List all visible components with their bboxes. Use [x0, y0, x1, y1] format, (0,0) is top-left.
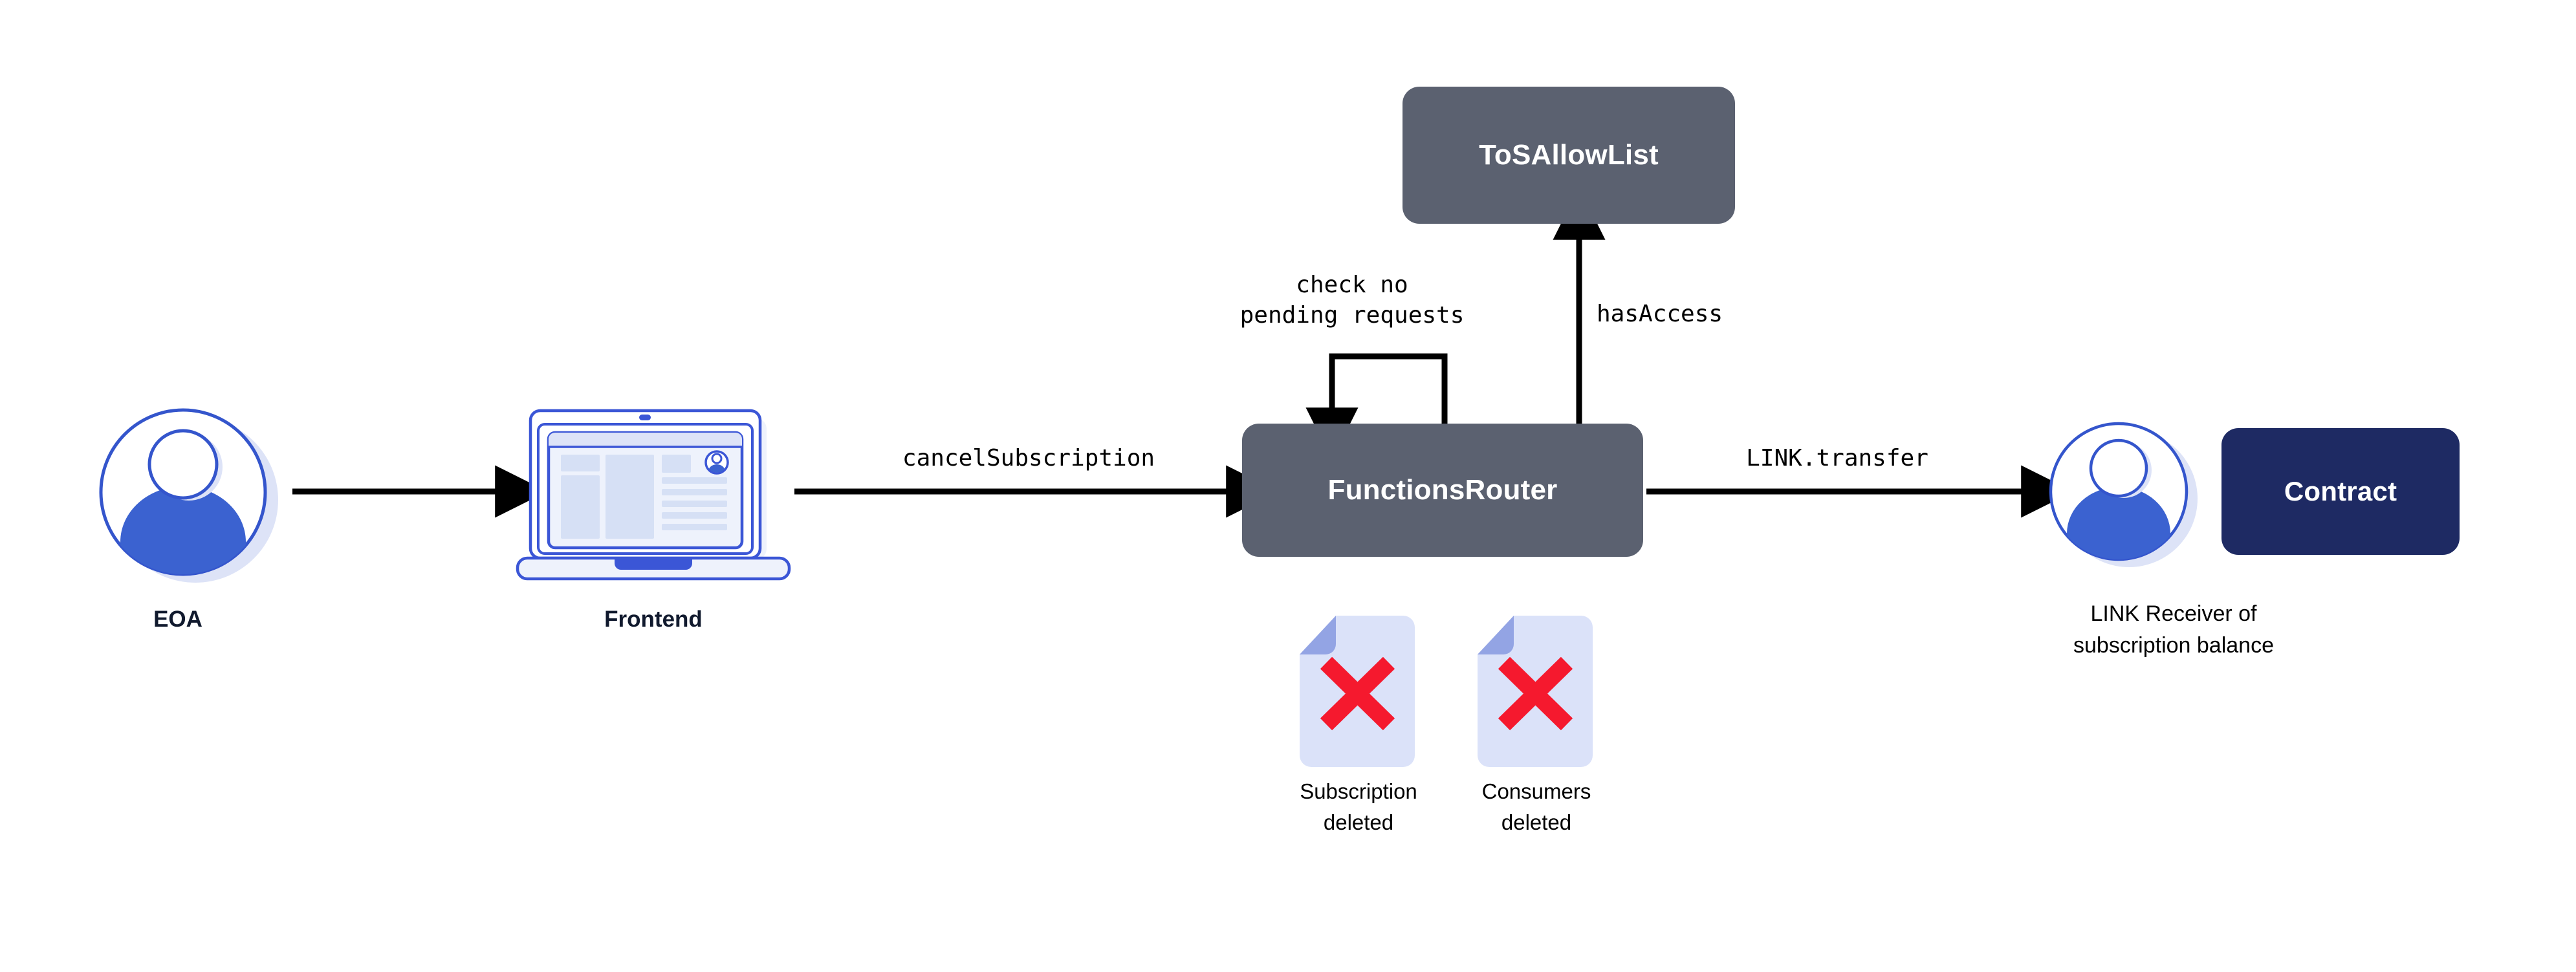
- subscription-deleted-label-line1: Subscription: [1300, 779, 1417, 803]
- contract-label: Contract: [2284, 476, 2397, 506]
- user-avatar-icon: [99, 408, 278, 583]
- node-contract[interactable]: Contract: [2221, 428, 2460, 555]
- edge-label-cancelsubscription: cancelSubscription: [902, 445, 1155, 471]
- laptop-browser-icon: [516, 409, 791, 581]
- subscription-deleted-label-line2: deleted: [1323, 810, 1394, 834]
- tos-allow-list-label: ToSAllowList: [1479, 139, 1659, 171]
- eoa-label: EOA: [153, 607, 202, 632]
- red-x-icon: [1498, 656, 1573, 731]
- edge-label-hasaccess: hasAccess: [1597, 301, 1723, 327]
- edge-label-link-transfer: LINK.transfer: [1746, 445, 1928, 471]
- document-deleted-icon: [1300, 616, 1415, 767]
- link-receiver-caption-line1: LINK Receiver of: [2090, 601, 2257, 626]
- functions-router-label: FunctionsRouter: [1327, 474, 1558, 506]
- node-functions-router[interactable]: FunctionsRouter: [1242, 424, 1643, 557]
- document-deleted-icon: [1478, 616, 1593, 767]
- edge-label-check-no-pending-line2: pending requests: [1239, 302, 1465, 329]
- edge-label-check-no-pending-line1: check no: [1296, 272, 1408, 298]
- consumers-deleted-label-line2: deleted: [1501, 810, 1572, 834]
- node-tos-allow-list[interactable]: ToSAllowList: [1403, 87, 1735, 224]
- red-x-icon: [1320, 656, 1395, 731]
- consumers-deleted-label-line1: Consumers: [1481, 779, 1591, 803]
- link-receiver-caption-line2: subscription balance: [2073, 633, 2274, 658]
- user-avatar-icon: [2049, 422, 2198, 567]
- edge-router-self-loop: [1305, 353, 1448, 460]
- frontend-label: Frontend: [604, 607, 703, 632]
